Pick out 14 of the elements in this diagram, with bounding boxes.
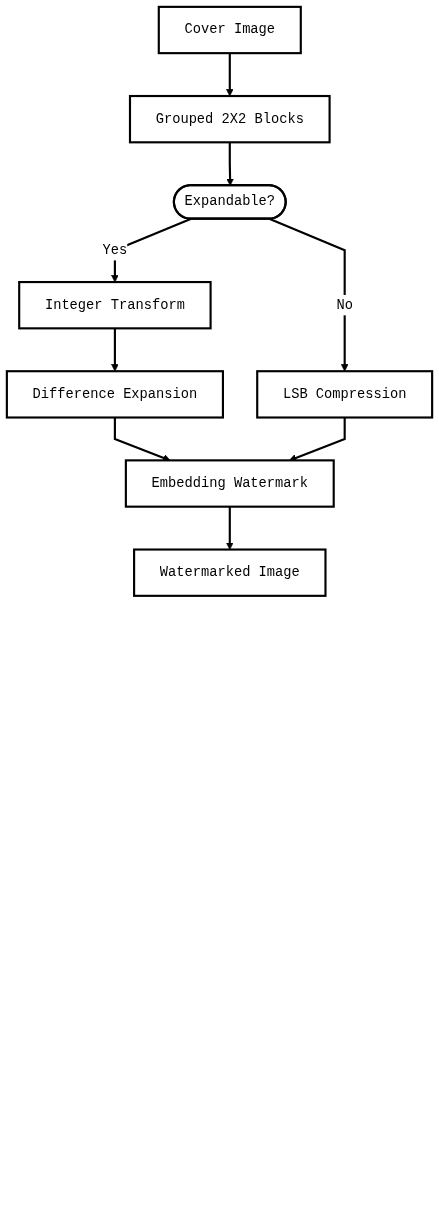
arrow	[226, 142, 234, 186]
node-box: LSB Compression	[256, 370, 434, 419]
node-box: Grouped 2X2 Blocks	[128, 94, 331, 144]
node-box: Difference Expansion	[5, 370, 224, 419]
edge-label: Yes	[102, 242, 128, 259]
node-box: Cover Image	[157, 5, 302, 55]
arrow	[226, 506, 234, 550]
edge-label: No	[336, 297, 353, 313]
node-box: Integer Transform	[18, 281, 212, 330]
arrow	[111, 328, 119, 372]
arrow	[269, 218, 349, 372]
node-box: Watermarked Image	[133, 548, 327, 597]
node-box: Embedding Watermark	[124, 459, 335, 508]
arrow	[226, 53, 234, 97]
